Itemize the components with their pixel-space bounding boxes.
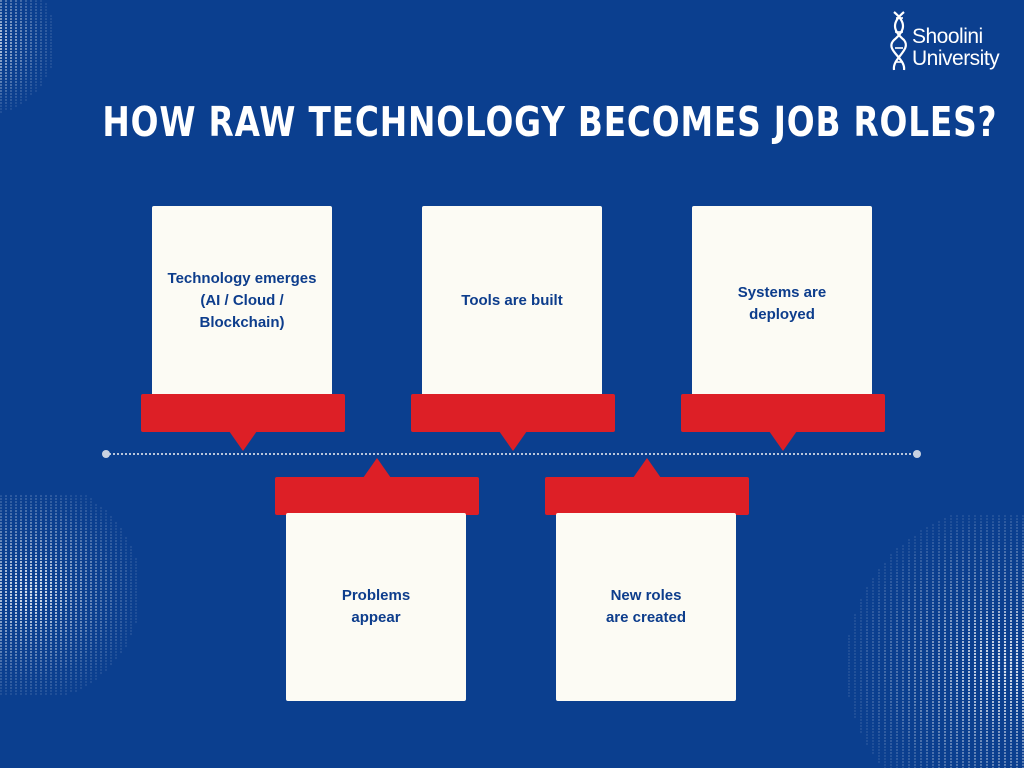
step-label: Technology emerges (AI / Cloud / Blockch… bbox=[167, 270, 317, 331]
logo-line-1: Shoolini bbox=[912, 25, 983, 48]
dot-pattern-left bbox=[0, 495, 137, 695]
timeline-line bbox=[106, 453, 918, 455]
step-label: Systems are deployed bbox=[737, 284, 827, 323]
step-label: Problems appear bbox=[341, 587, 411, 626]
step-pointer bbox=[499, 431, 527, 451]
step-banner bbox=[545, 477, 749, 515]
dna-icon bbox=[890, 11, 907, 71]
logo-line-2: University bbox=[912, 47, 1000, 70]
page-title: HOW RAW TECHNOLOGY BECOMES JOB ROLES? bbox=[102, 98, 998, 146]
step-label: New roles are created bbox=[605, 587, 687, 626]
step-card-technology-emerges: Technology emerges (AI / Cloud / Blockch… bbox=[152, 206, 332, 396]
step-card-systems-deployed: Systems are deployed bbox=[692, 206, 872, 396]
step-card-problems-appear: Problems appear bbox=[286, 513, 466, 701]
step-banner bbox=[275, 477, 479, 515]
step-pointer bbox=[633, 458, 661, 478]
step-card-tools-built: Tools are built bbox=[422, 206, 602, 396]
timeline-end-dot bbox=[913, 450, 921, 458]
dot-pattern-bottom-right bbox=[848, 515, 1024, 768]
step-pointer bbox=[363, 458, 391, 478]
step-banner bbox=[141, 394, 345, 432]
university-logo: Shoolini University bbox=[890, 8, 1020, 78]
dot-pattern-top-left bbox=[0, 0, 52, 113]
step-pointer bbox=[229, 431, 257, 451]
step-label: Tools are built bbox=[461, 292, 563, 309]
step-banner bbox=[681, 394, 885, 432]
step-card-new-roles: New roles are created bbox=[556, 513, 736, 701]
step-banner bbox=[411, 394, 615, 432]
timeline-start-dot bbox=[102, 450, 110, 458]
step-pointer bbox=[769, 431, 797, 451]
